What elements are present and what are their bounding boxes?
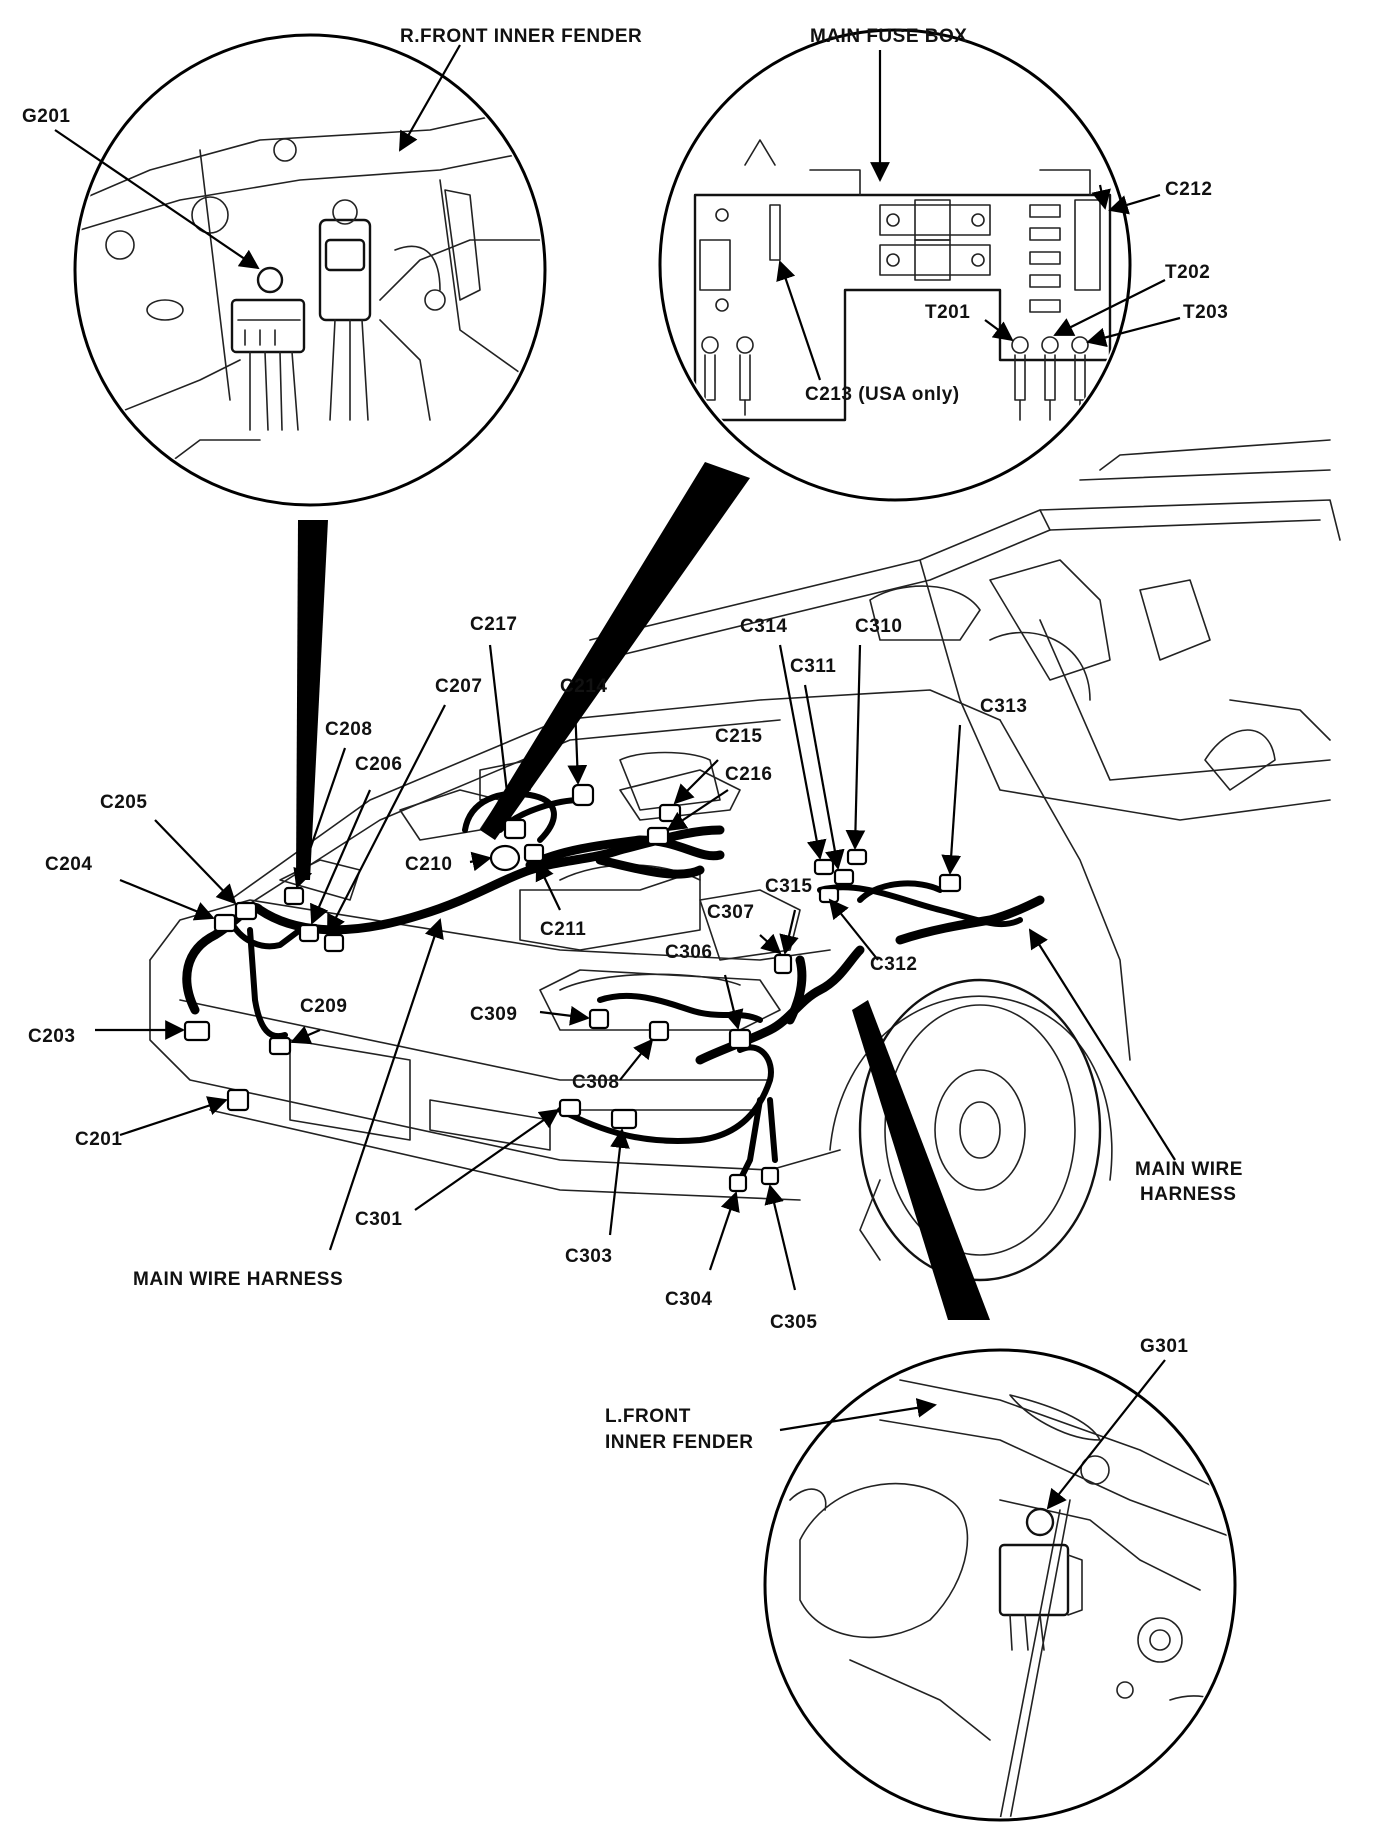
connector-c214 (571, 783, 595, 807)
connector-c311 (833, 868, 855, 886)
label-l-front-inner-fender-2: INNER FENDER (605, 1432, 754, 1453)
label-c212: C212 (1165, 179, 1212, 200)
connector-c312 (818, 886, 840, 904)
label-c216: C216 (725, 764, 772, 785)
label-c217: C217 (470, 614, 517, 635)
connector-c305 (760, 1166, 780, 1186)
connector-c209 (268, 1036, 292, 1056)
connector-c210 (489, 844, 521, 872)
label-t202: T202 (1165, 262, 1210, 283)
label-c310: C310 (855, 616, 902, 637)
connector-c217 (503, 818, 527, 840)
label-g301: G301 (1140, 1336, 1188, 1357)
callout-band-bottom (852, 1000, 990, 1320)
label-c307: C307 (707, 902, 754, 923)
connector-c313 (938, 873, 962, 893)
car-body-outline (149, 439, 1341, 1282)
main-wire-harness (182, 790, 1045, 1183)
label-r-front-inner-fender: R.FRONT INNER FENDER (400, 26, 642, 47)
connector-c303 (610, 1108, 638, 1130)
label-c304: C304 (665, 1289, 712, 1310)
magnifier-r-front-inner-fender (73, 33, 547, 507)
callout-band-middle (480, 462, 750, 840)
label-c314: C314 (740, 616, 787, 637)
connector-c204 (213, 913, 237, 933)
label-c204: C204 (45, 854, 92, 875)
magnifier-main-fuse-box (658, 28, 1132, 502)
label-c205: C205 (100, 792, 147, 813)
label-c309: C309 (470, 1004, 517, 1025)
label-g201: G201 (22, 106, 70, 127)
connector-c314 (813, 858, 835, 876)
label-c209: C209 (300, 996, 347, 1017)
connector-c211 (523, 843, 545, 863)
connector-c206 (298, 923, 320, 943)
label-c208: C208 (325, 719, 372, 740)
connector-c201 (226, 1088, 250, 1112)
connector-c215 (658, 803, 682, 823)
label-main-fuse-box: MAIN FUSE BOX (810, 26, 967, 47)
label-c305: C305 (770, 1312, 817, 1333)
label-main-wire-harness-left: MAIN WIRE HARNESS (133, 1269, 343, 1290)
leader-lines (54, 44, 1181, 1510)
label-main-wire-harness-right-1: MAIN WIRE (1135, 1159, 1243, 1180)
label-t203: T203 (1183, 302, 1228, 323)
connectors (183, 783, 962, 1193)
connector-c310 (846, 848, 868, 866)
connector-c207 (323, 933, 345, 953)
connector-c301 (558, 1098, 582, 1118)
label-c203: C203 (28, 1026, 75, 1047)
connector-c307 (773, 953, 793, 975)
label-l-front-inner-fender-1: L.FRONT (605, 1406, 691, 1427)
connector-c304 (728, 1173, 748, 1193)
labels: R.FRONT INNER FENDER G201 MAIN FUSE BOX … (22, 26, 1243, 1453)
connector-c309 (588, 1008, 610, 1030)
connector-c308 (648, 1020, 670, 1042)
connector-c216 (646, 826, 670, 846)
connector-c203 (183, 1020, 211, 1042)
label-c214: C214 (560, 676, 607, 697)
label-c306: C306 (665, 942, 712, 963)
label-c308: C308 (572, 1072, 619, 1093)
magnifier-l-front-inner-fender (763, 1348, 1237, 1822)
label-c215: C215 (715, 726, 762, 747)
label-main-wire-harness-right-2: HARNESS (1140, 1184, 1236, 1205)
callout-band-left (296, 520, 328, 880)
label-c213: C213 (USA only) (805, 384, 960, 405)
label-c211: C211 (540, 919, 586, 940)
connector-c208 (283, 886, 305, 906)
label-t201: T201 (925, 302, 970, 323)
label-c312: C312 (870, 954, 917, 975)
label-c311: C311 (790, 656, 836, 677)
connector-c306 (728, 1028, 752, 1050)
connector-c205 (234, 901, 258, 921)
label-c315: C315 (765, 876, 812, 897)
label-c313: C313 (980, 696, 1027, 717)
label-c207: C207 (435, 676, 482, 697)
label-c210: C210 (405, 854, 452, 875)
label-c301: C301 (355, 1209, 402, 1230)
label-c201: C201 (75, 1129, 122, 1150)
label-c303: C303 (565, 1246, 612, 1267)
label-c206: C206 (355, 754, 402, 775)
